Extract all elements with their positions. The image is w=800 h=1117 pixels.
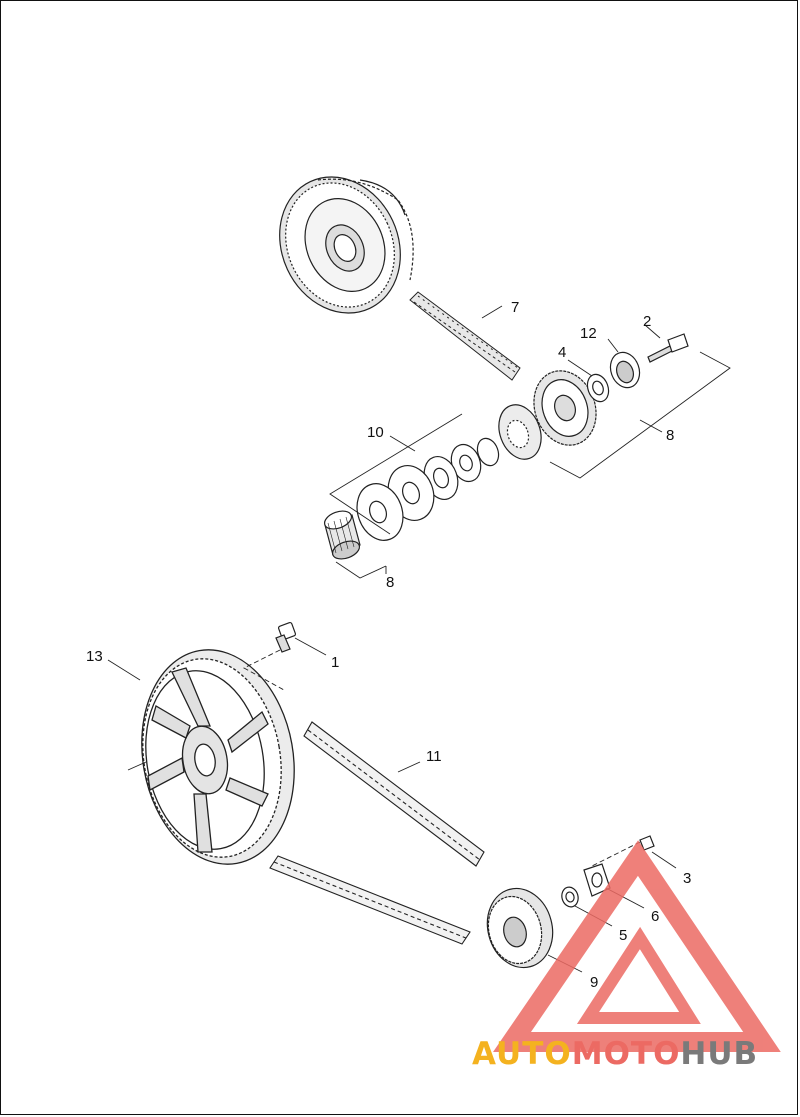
leader-lines-upper: [329, 305, 731, 579]
callout-6: 6: [651, 908, 659, 925]
callout-13: 13: [86, 648, 103, 665]
callout-4: 4: [558, 344, 566, 361]
callout-8-lower: 8: [386, 574, 394, 591]
lock-plate-screw: [639, 835, 655, 851]
callout-5: 5: [619, 927, 627, 944]
rear-belt-pulley: [141, 649, 295, 865]
clutch-shell: [279, 176, 414, 314]
sliding-cam: [498, 404, 542, 460]
primary-chain: [409, 291, 521, 381]
watermark-moto: MOTO: [572, 1036, 681, 1072]
washer: [586, 373, 610, 403]
callout-7: 7: [511, 299, 519, 316]
spring-washers: [356, 437, 500, 541]
callout-9: 9: [590, 974, 598, 991]
watermark-logo: [493, 840, 781, 1052]
watermark-text: AUTOMOTOHUB: [472, 1036, 758, 1072]
watermark-auto: AUTO: [472, 1036, 572, 1072]
callout-10: 10: [367, 424, 384, 441]
callout-2: 2: [643, 313, 651, 330]
sprocket-nut: [561, 886, 579, 908]
callout-1: 1: [331, 654, 339, 671]
shaft-extension: [323, 510, 361, 560]
compensator-bolt: [647, 333, 689, 363]
drive-belt: [269, 721, 485, 945]
callout-11: 11: [426, 748, 442, 765]
callout-3: 3: [683, 870, 691, 887]
transmission-sprocket: [486, 887, 554, 969]
bearing: [609, 351, 641, 389]
pulley-bolt: [275, 621, 297, 653]
callout-12: 12: [580, 325, 597, 342]
callout-8-upper: 8: [666, 427, 674, 444]
watermark-hub: HUB: [680, 1036, 758, 1072]
